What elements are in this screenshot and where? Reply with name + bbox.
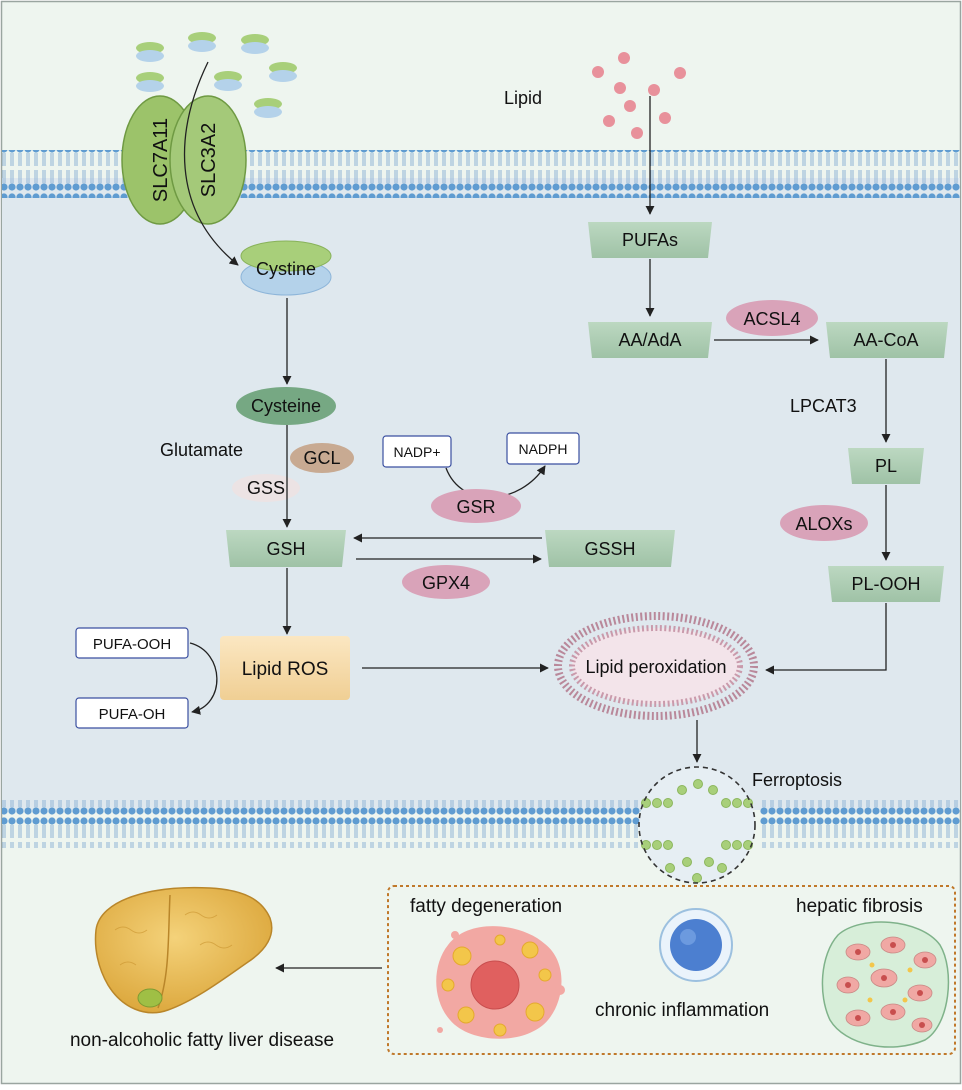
gssh-label: GSSH: [584, 539, 635, 559]
nadph-label: NADPH: [518, 441, 567, 457]
gpx4-enzyme: [402, 565, 490, 599]
pl-ooh-label: PL-OOH: [851, 574, 920, 594]
arrow-pufaooh-pufaoh: [189, 642, 218, 715]
pl-label: PL: [875, 456, 897, 476]
cystine-node: Cystine: [240, 240, 332, 296]
pl-ooh-node: PL-OOH: [828, 566, 944, 602]
hepatic-fibrosis-label: hepatic fibrosis: [796, 896, 923, 917]
pufa-oh-label: PUFA-OH: [99, 706, 166, 723]
gpx4-label: GPX4: [422, 573, 470, 593]
chronic-inflammation-cell: [659, 908, 733, 982]
ferroptosis-pore: [638, 766, 756, 884]
nafld-label: non-alcoholic fatty liver disease: [70, 1030, 334, 1051]
aloxs-label: ALOXs: [795, 514, 852, 534]
lipid-particles: [592, 52, 686, 139]
nadph-box: [506, 432, 580, 465]
slc3a2-transporter: SLC3A2: [169, 95, 247, 225]
fatty-degeneration-label: fatty degeneration: [410, 896, 562, 917]
pufas-node: PUFAs: [588, 222, 712, 258]
outcomes-box: [387, 885, 956, 1055]
gsr-enzyme: [431, 489, 521, 523]
gsh-node: GSH: [226, 530, 346, 567]
cystine-label: Cystine: [256, 259, 316, 279]
arrow-plooh-peroxidation: [765, 603, 887, 675]
cystine-import-arrow: [183, 61, 239, 266]
lipid-peroxidation-node: Lipid peroxidation: [554, 612, 758, 720]
nadp-plus-label: NADP+: [393, 444, 440, 460]
acsl4-enzyme: [726, 300, 818, 336]
chronic-inflammation-label: chronic inflammation: [595, 1000, 769, 1021]
pl-node: PL: [848, 448, 924, 484]
aloxs-enzyme: [780, 505, 868, 541]
gcl-label: GCL: [303, 448, 340, 468]
gcl-enzyme: [290, 443, 354, 473]
aa-coa-label: AA-CoA: [853, 330, 918, 350]
bottom-membrane-left: [2, 800, 642, 848]
cysteine-label: Cysteine: [251, 396, 321, 416]
ferroptosis-label: Ferroptosis: [752, 770, 842, 790]
aa-coa-node: AA-CoA: [826, 322, 948, 358]
lipid-ros-node: Lipid ROS: [220, 636, 350, 700]
liver-illustration: [94, 886, 273, 1014]
pufa-oh-box: [75, 697, 189, 729]
fatty-degeneration-cell: [436, 926, 565, 1039]
aa-ada-node: AA/AdA: [588, 322, 712, 358]
lipid-label: Lipid: [504, 88, 542, 108]
glutamate-label: Glutamate: [160, 440, 243, 460]
extracellular-cystine-molecules: [136, 32, 297, 118]
lipid-peroxidation-label: Lipid peroxidation: [585, 657, 726, 677]
pufa-ooh-label: PUFA-OOH: [93, 636, 171, 653]
bottom-membrane-right: [760, 800, 960, 848]
slc3a2-label: SLC3A2: [198, 123, 220, 198]
hepatic-fibrosis-tissue: [821, 921, 950, 1048]
slc7a11-label: SLC7A11: [150, 118, 172, 202]
pufas-label: PUFAs: [622, 230, 678, 250]
pufa-ooh-box: [75, 627, 189, 659]
acsl4-label: ACSL4: [743, 309, 800, 329]
lpcat3-label: LPCAT3: [790, 396, 857, 416]
gss-label: GSS: [247, 478, 285, 498]
gsh-label: GSH: [266, 539, 305, 559]
gsr-label: GSR: [456, 497, 495, 517]
aa-ada-label: AA/AdA: [618, 330, 681, 350]
nadp-plus-box: [382, 435, 452, 468]
gssh-node: GSSH: [545, 530, 675, 567]
cysteine-node: [236, 387, 336, 425]
gss-enzyme: [232, 474, 300, 502]
lipid-ros-label: Lipid ROS: [242, 659, 329, 680]
